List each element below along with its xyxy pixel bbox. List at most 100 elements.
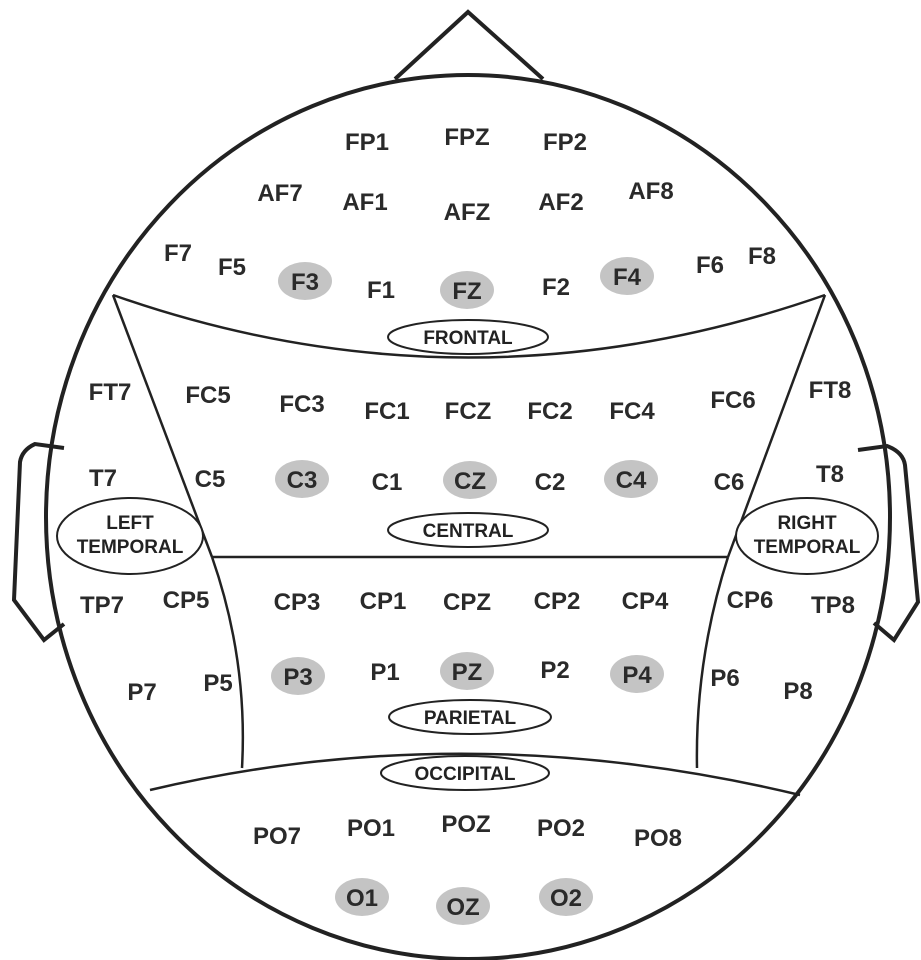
right-temporal-label-line2: TEMPORAL bbox=[754, 537, 861, 558]
electrode-af2: AF2 bbox=[538, 189, 583, 216]
highlight-p4 bbox=[610, 655, 664, 693]
occipital-boundary bbox=[149, 752, 801, 797]
electrode-f4: F4 bbox=[613, 264, 642, 291]
electrode-cp2: CP2 bbox=[534, 588, 581, 615]
highlight-p3 bbox=[271, 657, 325, 695]
left-temporal-label-line2: TEMPORAL bbox=[77, 537, 184, 558]
electrode-p4: P4 bbox=[622, 662, 652, 689]
electrode-fc4: FC4 bbox=[609, 398, 655, 425]
electrode-fc1: FC1 bbox=[364, 398, 409, 425]
electrode-c5: C5 bbox=[195, 466, 226, 493]
electrode-po8: PO8 bbox=[634, 825, 682, 852]
electrode-tp8: TP8 bbox=[811, 592, 855, 619]
electrode-f6: F6 bbox=[696, 252, 724, 279]
electrode-cp3: CP3 bbox=[274, 589, 321, 616]
electrode-fp1: FP1 bbox=[345, 129, 389, 156]
nose-icon bbox=[393, 9, 545, 81]
electrode-pz: PZ bbox=[452, 659, 483, 686]
occipital-label: OCCIPITAL bbox=[415, 764, 516, 785]
electrode-c6: C6 bbox=[714, 469, 745, 496]
highlight-markers bbox=[271, 257, 664, 925]
electrode-fc3: FC3 bbox=[279, 391, 324, 418]
electrode-ft7: FT7 bbox=[89, 379, 132, 406]
electrode-fc2: FC2 bbox=[527, 398, 572, 425]
electrode-f7: F7 bbox=[164, 240, 192, 267]
electrode-f1: F1 bbox=[367, 277, 395, 304]
right-temporal-label-line1: RIGHT bbox=[777, 513, 837, 534]
electrode-af7: AF7 bbox=[257, 180, 302, 207]
electrode-f2: F2 bbox=[542, 274, 570, 301]
electrode-p3: P3 bbox=[283, 664, 312, 691]
electrode-p1: P1 bbox=[370, 659, 399, 686]
central-oval bbox=[387, 512, 549, 548]
right-ear-icon bbox=[857, 443, 921, 644]
electrode-fc6: FC6 bbox=[710, 387, 755, 414]
electrode-af1: AF1 bbox=[342, 189, 387, 216]
highlight-c4 bbox=[604, 460, 658, 498]
left-ear-icon bbox=[11, 441, 66, 643]
highlight-f3 bbox=[278, 262, 332, 300]
parietal-oval bbox=[388, 699, 552, 735]
highlight-fz bbox=[440, 271, 494, 309]
left-temporal-oval bbox=[56, 497, 204, 575]
electrode-c1: C1 bbox=[372, 469, 403, 496]
electrode-ft8: FT8 bbox=[809, 377, 852, 404]
left-temporal-upper-boundary bbox=[111, 294, 214, 558]
electrode-p8: P8 bbox=[783, 678, 812, 705]
electrode-c3: C3 bbox=[287, 467, 318, 494]
region-labels: FRONTAL CENTRAL PARIETAL OCCIPITAL LEFT … bbox=[56, 319, 879, 791]
electrode-fp2: FP2 bbox=[543, 129, 587, 156]
right-temporal-oval bbox=[735, 497, 879, 575]
head-circle bbox=[44, 73, 892, 960]
head-outline bbox=[11, 9, 921, 960]
electrode-af8: AF8 bbox=[628, 178, 673, 205]
electrode-cpz: CPZ bbox=[443, 589, 491, 616]
electrode-fz: FZ bbox=[452, 278, 481, 305]
electrode-fc5: FC5 bbox=[185, 382, 230, 409]
right-temporal-upper-boundary bbox=[726, 294, 827, 558]
electrode-t7: T7 bbox=[89, 465, 117, 492]
right-temporal-lower-boundary bbox=[695, 556, 730, 769]
electrode-labels: FP1 FPZ FP2 AF7 AF1 AFZ AF2 AF8 F7 F5 F3… bbox=[80, 124, 855, 921]
parietal-label: PARIETAL bbox=[424, 708, 517, 729]
highlight-o2 bbox=[539, 878, 593, 916]
electrode-f8: F8 bbox=[748, 243, 776, 270]
electrode-cp4: CP4 bbox=[622, 588, 669, 615]
occipital-oval bbox=[380, 755, 550, 791]
electrode-o1: O1 bbox=[346, 885, 378, 912]
electrode-c2: C2 bbox=[535, 469, 566, 496]
electrode-fcz: FCZ bbox=[445, 398, 492, 425]
electrode-po7: PO7 bbox=[253, 823, 301, 850]
highlight-f4 bbox=[600, 257, 654, 295]
region-dividers bbox=[111, 293, 827, 797]
highlight-oz bbox=[436, 887, 490, 925]
electrode-p7: P7 bbox=[127, 679, 156, 706]
electrode-fpz: FPZ bbox=[444, 124, 489, 151]
left-temporal-label-line1: LEFT bbox=[106, 513, 154, 534]
frontal-label: FRONTAL bbox=[423, 328, 513, 349]
central-label: CENTRAL bbox=[423, 521, 514, 542]
electrode-cp6: CP6 bbox=[727, 587, 774, 614]
electrode-f5: F5 bbox=[218, 254, 246, 281]
electrode-oz: OZ bbox=[446, 894, 479, 921]
electrode-p5: P5 bbox=[203, 670, 232, 697]
electrode-po2: PO2 bbox=[537, 815, 585, 842]
frontal-boundary bbox=[112, 293, 826, 359]
highlight-pz bbox=[440, 652, 494, 690]
electrode-o2: O2 bbox=[550, 885, 582, 912]
highlight-cz bbox=[443, 461, 497, 499]
electrode-tp7: TP7 bbox=[80, 592, 124, 619]
electrode-f3: F3 bbox=[291, 269, 319, 296]
electrode-cp1: CP1 bbox=[360, 588, 407, 615]
highlight-o1 bbox=[335, 878, 389, 916]
electrode-p2: P2 bbox=[540, 657, 569, 684]
electrode-afz: AFZ bbox=[444, 199, 491, 226]
electrode-cp5: CP5 bbox=[163, 587, 210, 614]
electrode-t8: T8 bbox=[816, 461, 844, 488]
left-temporal-lower-boundary bbox=[210, 556, 245, 769]
electrode-c4: C4 bbox=[616, 467, 647, 494]
frontal-oval bbox=[387, 319, 549, 355]
electrode-p6: P6 bbox=[710, 665, 739, 692]
electrode-poz: POZ bbox=[441, 811, 490, 838]
